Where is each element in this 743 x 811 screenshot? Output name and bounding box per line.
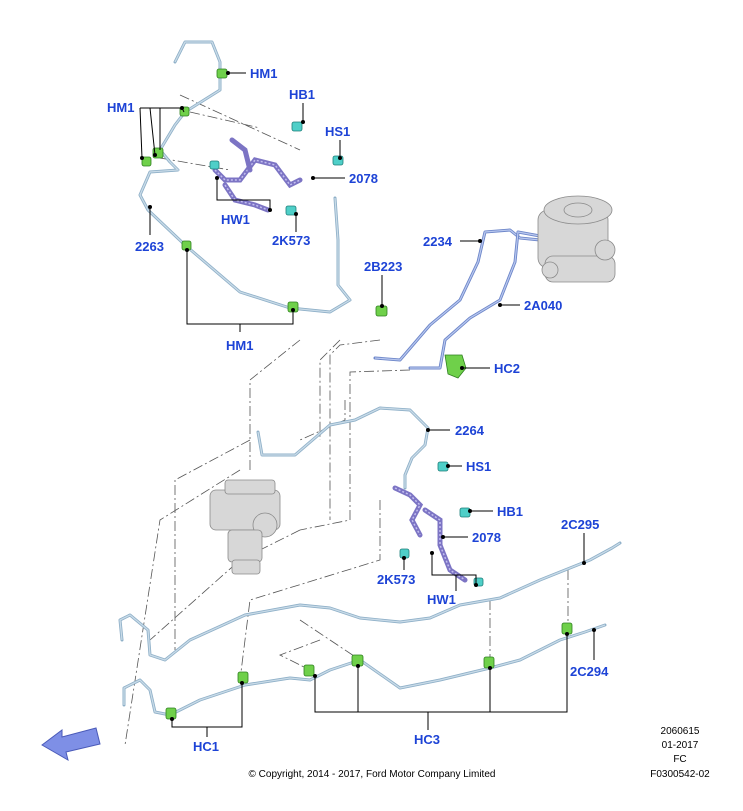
copyright-text: © Copyright, 2014 - 2017, Ford Motor Com… [249, 769, 496, 780]
label-hw1-top: HW1 [221, 212, 250, 227]
label-hs1-top: HS1 [325, 124, 350, 139]
label-2078-top: 2078 [349, 171, 378, 186]
label-2k573-top: 2K573 [272, 233, 310, 248]
label-hs1-mid: HS1 [466, 459, 491, 474]
label-hc2: HC2 [494, 361, 520, 376]
label-2c294: 2C294 [570, 664, 609, 679]
label-hb1-mid: HB1 [497, 504, 523, 519]
brake-pipe-2264 [256, 406, 430, 490]
leader-lines [139, 71, 596, 737]
label-2b223: 2B223 [364, 259, 402, 274]
abs-module-icon [209, 479, 281, 575]
master-cylinder-icon [537, 195, 616, 283]
label-2264: 2264 [455, 423, 485, 438]
stamp-line-2: 01-2017 [662, 740, 699, 751]
stamp-line-4: F0300542-02 [650, 769, 710, 780]
label-hb1-top: HB1 [289, 87, 315, 102]
label-hw1-mid: HW1 [427, 592, 456, 607]
stamp-line-3: FC [673, 754, 686, 765]
brake-hose-2078-top [209, 121, 344, 216]
label-2k573-mid: 2K573 [377, 572, 415, 587]
brake-hose-2078-mid [392, 461, 484, 587]
part-labels: HM1 HB1 HM1 HS1 2078 HW1 2K573 2263 2234… [107, 66, 609, 754]
brake-pipe-2c294 [122, 623, 607, 717]
revision-stamp: 2060615 01-2017 FC F0300542-02 [650, 726, 710, 780]
hc2-clip [444, 354, 467, 379]
label-hm1-left: HM1 [107, 100, 134, 115]
assembly-dash-lines [124, 94, 569, 746]
direction-arrow-icon [41, 727, 101, 762]
label-hc3: HC3 [414, 732, 440, 747]
label-2c295: 2C295 [561, 517, 599, 532]
brake-pipe-2a040 [408, 230, 542, 370]
label-hm1-top: HM1 [250, 66, 277, 81]
label-hc1: HC1 [193, 739, 219, 754]
label-2263: 2263 [135, 239, 164, 254]
brake-pipe-2c295 [118, 541, 622, 662]
label-2234: 2234 [423, 234, 453, 249]
label-2a040: 2A040 [524, 298, 562, 313]
bottom-clips [165, 622, 573, 720]
stamp-line-1: 2060615 [661, 726, 700, 737]
label-hm1-bottom: HM1 [226, 338, 253, 353]
label-2078-mid: 2078 [472, 530, 501, 545]
